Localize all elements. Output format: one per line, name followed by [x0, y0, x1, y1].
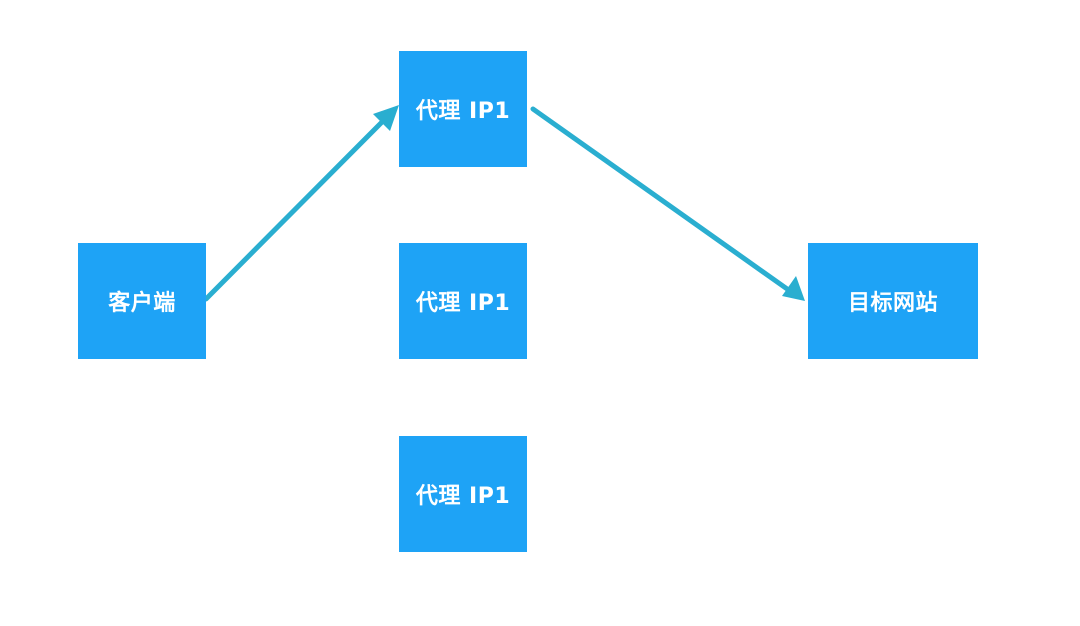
target-website-node-label: 目标网站 [847, 291, 938, 316]
proxy-node-1-label: 代理 IP1 [415, 99, 511, 124]
edge-proxy1-to-target [530, 106, 805, 301]
proxy-node-3-label: 代理 IP1 [415, 484, 511, 509]
client-node: 客户端 [78, 243, 206, 359]
proxy-node-3: 代理 IP1 [399, 436, 527, 552]
proxy-node-2: 代理 IP1 [399, 243, 527, 359]
target-website-node: 目标网站 [808, 243, 978, 359]
client-node-label: 客户端 [108, 291, 176, 316]
proxy-node-2-label: 代理 IP1 [415, 291, 511, 316]
edge-client-to-proxy1 [203, 105, 399, 302]
proxy-node-1: 代理 IP1 [399, 51, 527, 167]
